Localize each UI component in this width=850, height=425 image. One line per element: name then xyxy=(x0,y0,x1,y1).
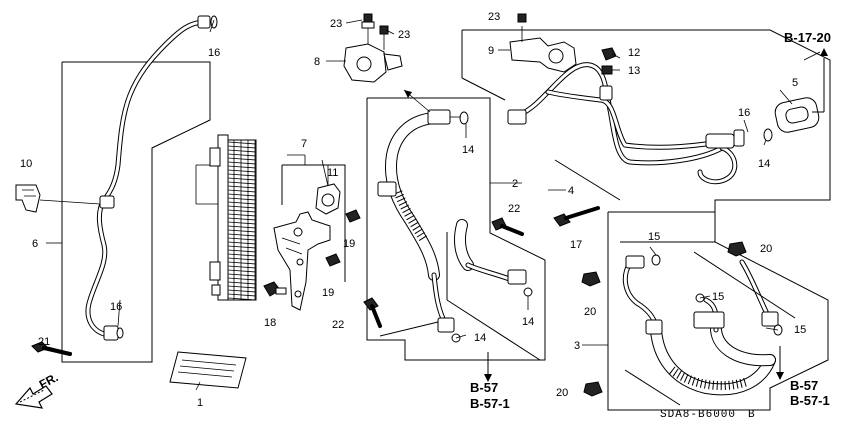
callout-22-a: 22 xyxy=(508,203,520,215)
callout-9: 9 xyxy=(488,45,494,57)
callout-12: 12 xyxy=(628,47,640,59)
callout-8: 8 xyxy=(314,56,320,68)
label-plate xyxy=(169,351,247,389)
part-11-bracket xyxy=(315,159,341,215)
part-20-nut-c xyxy=(583,381,603,397)
callout-16-b: 16 xyxy=(110,301,122,313)
part-13-bolt xyxy=(601,65,613,75)
callout-1: 1 xyxy=(197,397,203,409)
part-17-bolt xyxy=(553,206,600,227)
ref-b-57-1-left: B-57-1 xyxy=(470,396,510,411)
part-23-bolt-a xyxy=(361,13,375,44)
callout-3: 3 xyxy=(574,340,580,352)
diagram-code: SDA8-B6000 xyxy=(660,409,736,421)
callout-numbers: 1 2 3 4 5 6 7 8 9 10 11 12 13 14 14 14 1… xyxy=(20,11,806,409)
front-arrow-icon xyxy=(14,385,53,409)
hose-2 xyxy=(377,109,469,343)
callout-18: 18 xyxy=(264,317,276,329)
callout-11: 11 xyxy=(327,167,338,179)
callout-23-b: 23 xyxy=(398,29,410,41)
ref-b-57-1-right: B-57-1 xyxy=(790,393,830,408)
callout-23-a: 23 xyxy=(330,18,342,30)
callout-7: 7 xyxy=(301,138,307,150)
part-20-nut-b xyxy=(727,241,747,257)
condenser-1 xyxy=(195,134,257,301)
callout-16-c: 16 xyxy=(738,107,750,119)
callout-4: 4 xyxy=(568,185,574,197)
part-23-bolt-b xyxy=(379,25,389,50)
callout-14-a: 14 xyxy=(462,144,474,156)
pipe-6 xyxy=(85,15,218,341)
part-22-bolt-a xyxy=(491,217,524,236)
ref-b-57-left: B-57 xyxy=(470,380,498,395)
callout-16-a: 16 xyxy=(208,47,220,59)
callout-15-c: 15 xyxy=(794,324,806,336)
callout-22-b: 22 xyxy=(332,319,344,331)
callout-21: 21 xyxy=(38,336,50,348)
part-9-clamp xyxy=(509,13,577,73)
callout-23-c: 23 xyxy=(488,11,500,23)
callout-20-c: 20 xyxy=(556,387,568,399)
part-18-bolt xyxy=(263,281,287,297)
callout-10: 10 xyxy=(20,158,32,170)
callout-5: 5 xyxy=(792,77,798,89)
callout-17: 17 xyxy=(570,239,582,251)
callout-15-b: 15 xyxy=(712,291,724,303)
callout-2: 2 xyxy=(512,178,518,190)
part-20-nut-a xyxy=(581,271,601,287)
b-57-arrows xyxy=(484,346,784,382)
callout-14-b: 14 xyxy=(758,158,770,170)
front-label: FR. xyxy=(37,370,61,391)
callout-20-b: 20 xyxy=(760,243,772,255)
leader-lines xyxy=(46,19,821,391)
hose-3 xyxy=(622,254,783,396)
callout-15-a: 15 xyxy=(648,231,660,243)
b-17-20-arrow xyxy=(812,48,828,113)
callout-14-d: 14 xyxy=(474,332,486,344)
callout-13: 13 xyxy=(628,65,640,77)
part-19-bolt-b xyxy=(325,253,341,267)
part-5-grommet xyxy=(774,97,820,133)
part-8-bracket xyxy=(343,43,403,83)
part-19-bolt-a xyxy=(345,209,361,223)
group-outlines xyxy=(61,29,831,411)
callout-6: 6 xyxy=(32,238,38,250)
callout-19-a: 19 xyxy=(343,238,355,250)
reference-labels: B-17-20 B-57 B-57-1 B-57 B-57-1 xyxy=(470,30,831,411)
part-12-nut xyxy=(601,47,617,61)
ref-b-57-right: B-57 xyxy=(790,378,818,393)
diagram-suffix: B xyxy=(748,409,756,421)
hose-2-segment xyxy=(454,219,533,297)
part-10-clip xyxy=(15,184,101,213)
callout-14-c: 14 xyxy=(522,316,534,328)
part-22-bolt-b xyxy=(363,297,382,328)
bracket-7 xyxy=(273,211,331,311)
callout-20-a: 20 xyxy=(584,306,596,318)
part-21-bolt xyxy=(31,341,73,356)
cut-lines xyxy=(446,232,796,406)
pipe-4 xyxy=(507,62,773,185)
ref-b-17-20: B-17-20 xyxy=(784,30,831,45)
callout-19-b: 19 xyxy=(322,287,334,299)
